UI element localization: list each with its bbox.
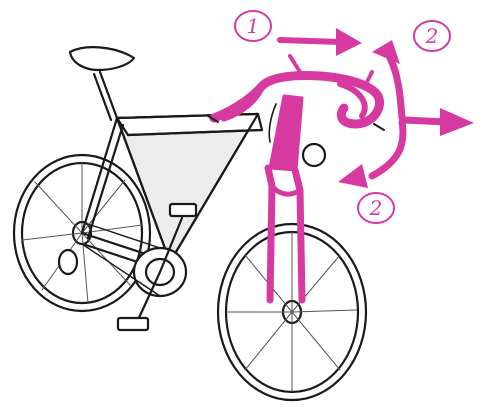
front-brake — [303, 144, 325, 166]
bicycle-drawing — [14, 47, 366, 400]
front-wheel — [218, 224, 366, 400]
step-label-2-bottom-text: 2 — [369, 196, 383, 220]
arrow-head-up — [372, 40, 400, 64]
arrow-head-down-left — [338, 164, 368, 188]
step-label-1: 1 — [235, 11, 271, 41]
arrow-step-2 — [372, 58, 446, 176]
bicycle-frame — [82, 114, 262, 272]
step-label-1-text: 1 — [247, 14, 260, 38]
arrow-step-1 — [280, 28, 362, 56]
step-label-2-top: 2 — [414, 21, 450, 51]
arrow-head-right — [440, 108, 474, 136]
saddle — [70, 47, 134, 120]
step-label-2-top-text: 2 — [425, 24, 439, 48]
step-label-2-bottom: 2 — [358, 193, 394, 223]
